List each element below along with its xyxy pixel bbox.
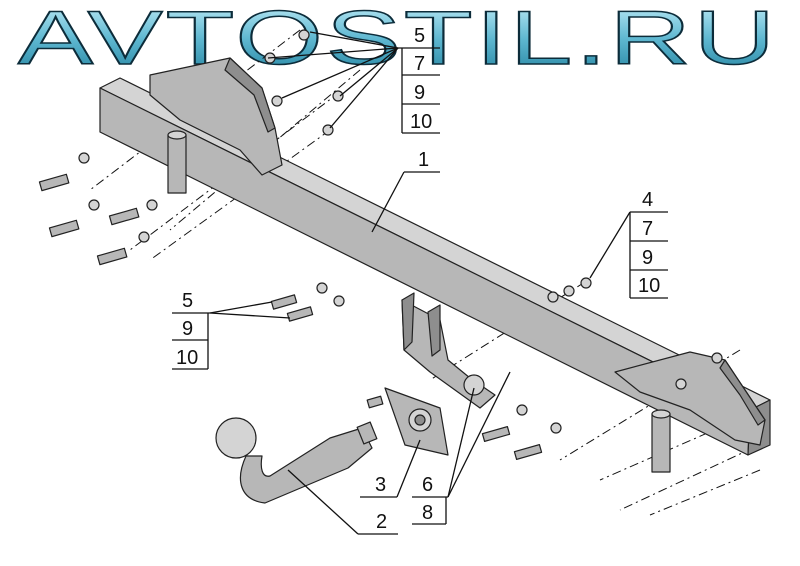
callout-left-9: 9: [182, 318, 193, 340]
callout-left-5: 5: [182, 290, 193, 312]
callout-top-5: 5: [414, 25, 425, 47]
callout-part-2: 2: [287, 469, 398, 535]
callout-top-group: 5 7 9 10: [267, 25, 440, 134]
callout-left-10: 10: [176, 347, 198, 369]
callout-3-label: 3: [375, 474, 386, 496]
callout-bottom-6: 6: [422, 474, 433, 496]
socket-plate: [384, 387, 449, 456]
callout-1-label: 1: [418, 149, 429, 171]
right-bracket: [614, 351, 766, 446]
tow-ball: [215, 417, 378, 504]
callout-part-1: 1: [371, 149, 440, 233]
brand-watermark: AVTOSTIL.RU: [18, 0, 778, 81]
callout-bottom-8: 8: [422, 502, 433, 524]
callout-right-group: 4 7 9 10: [589, 189, 668, 299]
callout-bottom-group: 6 8: [412, 371, 511, 525]
callout-right-9: 9: [642, 247, 653, 269]
callout-right-10: 10: [638, 275, 660, 297]
callout-2-label: 2: [376, 511, 387, 533]
callout-part-3: 3: [360, 439, 421, 498]
left-bracket: [149, 57, 283, 176]
mounting-tubes: [167, 130, 671, 473]
hitch-bracket: [401, 292, 496, 409]
callout-left-group: 5 9 10: [172, 290, 291, 370]
callout-right-7: 7: [642, 218, 653, 240]
bolts: [38, 173, 543, 461]
callout-right-4: 4: [642, 189, 653, 211]
callout-top-9: 9: [414, 82, 425, 104]
callout-top-7: 7: [414, 53, 425, 75]
callout-top-10: 10: [410, 111, 432, 133]
